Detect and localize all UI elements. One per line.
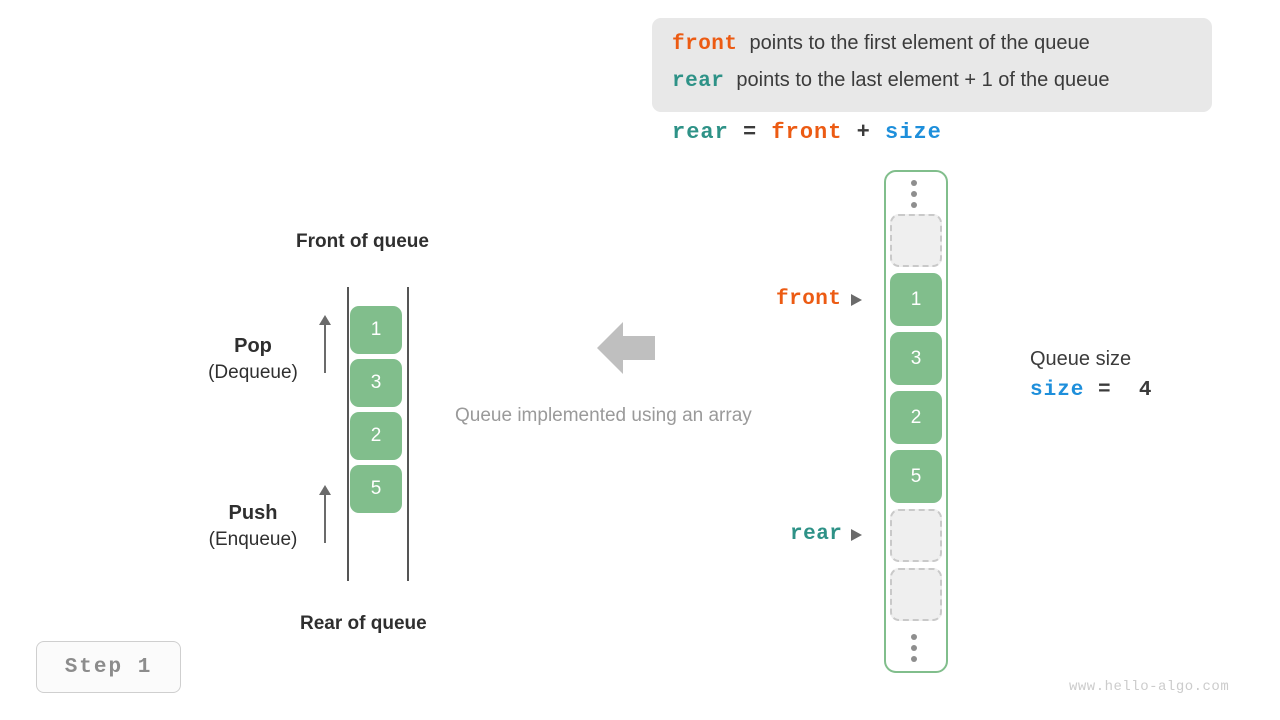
front-of-queue-label: Front of queue <box>296 231 429 252</box>
pop-title: Pop <box>234 335 272 357</box>
front-pointer-label: front <box>776 288 842 311</box>
rear-formula: rear = front + size <box>672 120 942 145</box>
array-frame <box>884 170 948 673</box>
formula-size: size <box>885 120 942 145</box>
push-subtitle: (Enqueue) <box>208 529 298 550</box>
queue-cell: 5 <box>350 465 402 513</box>
left-arrow-icon <box>597 322 655 379</box>
vertical-ellipsis-icon <box>911 634 918 662</box>
array-slot: 1 <box>890 273 942 326</box>
push-label: Push (Enqueue) <box>188 500 318 554</box>
array-slot: 2 <box>890 391 942 444</box>
info-line-rear: rear points to the last element + 1 of t… <box>672 69 1194 106</box>
arrow-right-icon <box>851 528 863 541</box>
array-slot <box>890 214 942 267</box>
array-slot: 5 <box>890 450 942 503</box>
front-keyword: front <box>672 33 738 56</box>
vertical-ellipsis-icon <box>911 180 918 208</box>
size-value: 4 <box>1138 379 1153 402</box>
info-line-front: front points to the first element of the… <box>672 32 1194 69</box>
rear-description: points to the last element + 1 of the qu… <box>736 69 1110 91</box>
array-slot <box>890 509 942 562</box>
formula-equals: = <box>743 120 758 145</box>
queue-rail-left <box>347 287 349 581</box>
array-slot: 3 <box>890 332 942 385</box>
queue-cell: 2 <box>350 412 402 460</box>
step-badge: Step 1 <box>36 641 181 693</box>
center-caption: Queue implemented using an array <box>455 405 752 426</box>
size-variable: size <box>1030 379 1085 402</box>
pop-label: Pop (Dequeue) <box>188 333 318 387</box>
queue-rail-right <box>407 287 409 581</box>
pop-subtitle: (Dequeue) <box>208 362 298 383</box>
pointer-definitions-box: front points to the first element of the… <box>652 18 1212 112</box>
front-pointer: front <box>776 288 862 311</box>
queue-size-expression: size = 4 <box>1030 374 1152 408</box>
queue-cell: 3 <box>350 359 402 407</box>
rear-pointer-label: rear <box>790 523 843 546</box>
queue-cell: 1 <box>350 306 402 354</box>
arrow-right-icon <box>850 293 862 306</box>
front-description: points to the first element of the queue <box>749 32 1090 54</box>
size-equals: = <box>1098 379 1112 402</box>
push-title: Push <box>228 502 278 524</box>
formula-plus: + <box>856 120 871 145</box>
queue-size-title: Queue size <box>1030 348 1132 370</box>
array-slot <box>890 568 942 621</box>
formula-front: front <box>771 120 843 145</box>
rear-of-queue-label: Rear of queue <box>300 613 427 634</box>
rear-keyword: rear <box>672 70 725 93</box>
watermark: www.hello-algo.com <box>1069 679 1230 695</box>
formula-rear: rear <box>672 120 729 145</box>
queue-size-block: Queue size size = 4 <box>1030 344 1152 408</box>
rear-pointer: rear <box>790 523 863 546</box>
